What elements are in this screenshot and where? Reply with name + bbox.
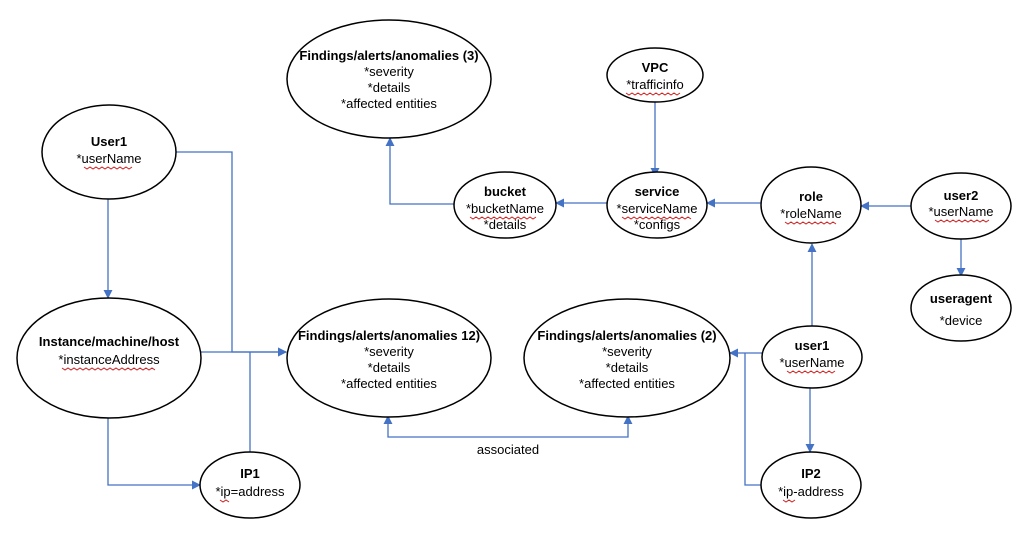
node-title: useragent: [930, 291, 993, 306]
node-attr: *details: [606, 360, 649, 375]
edge-user1-to-findings12: [176, 151, 287, 357]
node-user1-top[interactable]: User1 *userName: [41, 104, 177, 200]
edge-bucket-to-findings3: [385, 137, 456, 205]
node-findings12[interactable]: Findings/alerts/anomalies 12) *severity …: [286, 298, 492, 418]
spellcheck-underline: [83, 166, 133, 170]
node-attr: *instanceAddress: [58, 352, 160, 367]
node-title: Instance/machine/host: [39, 334, 180, 349]
node-attr: *severity: [364, 64, 414, 79]
node-instance[interactable]: Instance/machine/host *instanceAddress: [16, 297, 202, 419]
edge-associated: [383, 415, 633, 438]
node-attr: *trafficinfo: [626, 77, 684, 92]
spellcheck-underline: [786, 370, 836, 374]
node-title: role: [799, 189, 823, 204]
spellcheck-underline: [621, 216, 692, 220]
node-attr: *severity: [364, 344, 414, 359]
node-findings3[interactable]: Findings/alerts/anomalies (3) *severity …: [286, 19, 492, 139]
edge-label-associated: associated: [477, 442, 539, 457]
node-attr: *roleName: [780, 206, 841, 221]
node-title: Findings/alerts/anomalies (3): [299, 48, 478, 63]
node-title: VPC: [642, 60, 669, 75]
node-attr: *affected entities: [341, 376, 437, 391]
spellcheck-underline: [934, 219, 990, 223]
node-attr: *bucketName: [466, 201, 544, 216]
node-attr: *affected entities: [341, 96, 437, 111]
spellcheck-underline: [625, 92, 681, 96]
node-attr: *affected entities: [579, 376, 675, 391]
node-user2[interactable]: user2 *userName: [910, 172, 1012, 240]
node-title: IP1: [240, 466, 260, 481]
spellcheck-underline: [784, 221, 837, 225]
node-attr: *device: [940, 313, 983, 328]
node-user1-right[interactable]: user1 *userName: [761, 325, 863, 389]
node-title: Findings/alerts/anomalies 12): [298, 328, 480, 343]
node-title: user2: [944, 188, 979, 203]
node-attr: *ip=address: [215, 484, 285, 499]
spellcheck-underline: [61, 367, 156, 371]
node-attr: *userName: [76, 151, 141, 166]
node-attr: *serviceName: [617, 201, 698, 216]
node-vpc[interactable]: VPC *trafficinfo: [606, 47, 704, 103]
node-role[interactable]: role *roleName: [760, 166, 862, 244]
node-attr: *userName: [779, 355, 844, 370]
node-title: User1: [91, 134, 127, 149]
node-ip2[interactable]: IP2 *ip-address: [760, 451, 862, 519]
node-attr: *ip-address: [778, 484, 844, 499]
node-title: bucket: [484, 184, 527, 199]
edge-instance-to-ip1: [107, 418, 201, 490]
node-findings2[interactable]: Findings/alerts/anomalies (2) *severity …: [523, 298, 731, 418]
node-attr: *details: [368, 80, 411, 95]
spellcheck-underline: [782, 499, 796, 503]
node-attr: *severity: [602, 344, 652, 359]
node-title: Findings/alerts/anomalies (2): [537, 328, 716, 343]
node-attr: *configs: [634, 217, 681, 232]
node-bucket[interactable]: bucket *bucketName *details: [453, 171, 557, 239]
node-useragent[interactable]: useragent *device: [910, 274, 1012, 342]
node-service[interactable]: service *serviceName *configs: [606, 171, 708, 239]
node-title: user1: [795, 338, 830, 353]
node-attr: *details: [484, 217, 527, 232]
edge-ip2-to-findings2: [744, 353, 762, 486]
spellcheck-underline: [219, 499, 230, 503]
node-title: IP2: [801, 466, 821, 481]
node-attr: *userName: [928, 204, 993, 219]
node-title: service: [635, 184, 680, 199]
node-ip1[interactable]: IP1 *ip=address: [199, 451, 301, 519]
node-attr: *details: [368, 360, 411, 375]
spellcheck-underline: [469, 216, 537, 220]
